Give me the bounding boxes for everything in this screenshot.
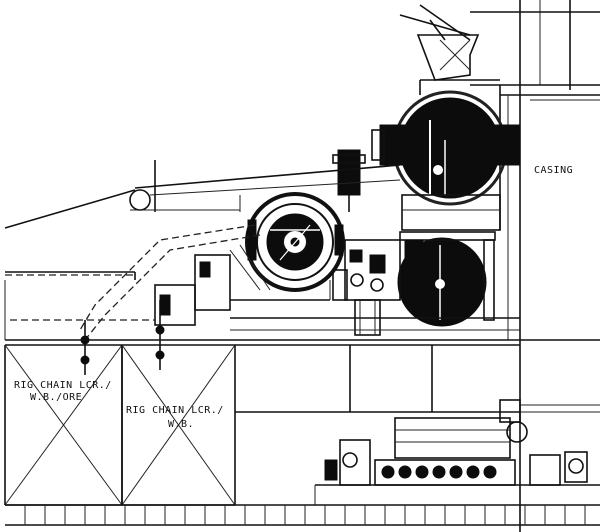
chain-locker-2-label-line1: RIG CHAIN LCR./ [126, 405, 224, 416]
generator-set [324, 399, 588, 486]
main-deck [4, 271, 600, 346]
engine-cylinders [381, 465, 497, 479]
lower-cable-drum [397, 231, 496, 327]
windlass-gearbox [332, 239, 401, 336]
mast-base [399, 4, 500, 95]
casing-label: CASING [534, 165, 573, 176]
chain-wildcat [245, 192, 345, 292]
tank-top [5, 484, 600, 526]
chain-locker-1-label-line1: RIG CHAIN LCR./ [14, 380, 112, 391]
hawse-lines [4, 160, 401, 229]
casing-structure [470, 0, 600, 532]
chain-locker-port [4, 344, 123, 506]
chain-locker-2-label-line2: W.B. [168, 419, 194, 430]
chain-locker-1-label-line2: W.B./ORE [30, 392, 82, 403]
chain-stopper [332, 149, 366, 212]
chain-path [79, 224, 271, 375]
upper-cable-drum [371, 90, 521, 231]
lower-compartments [235, 345, 600, 413]
